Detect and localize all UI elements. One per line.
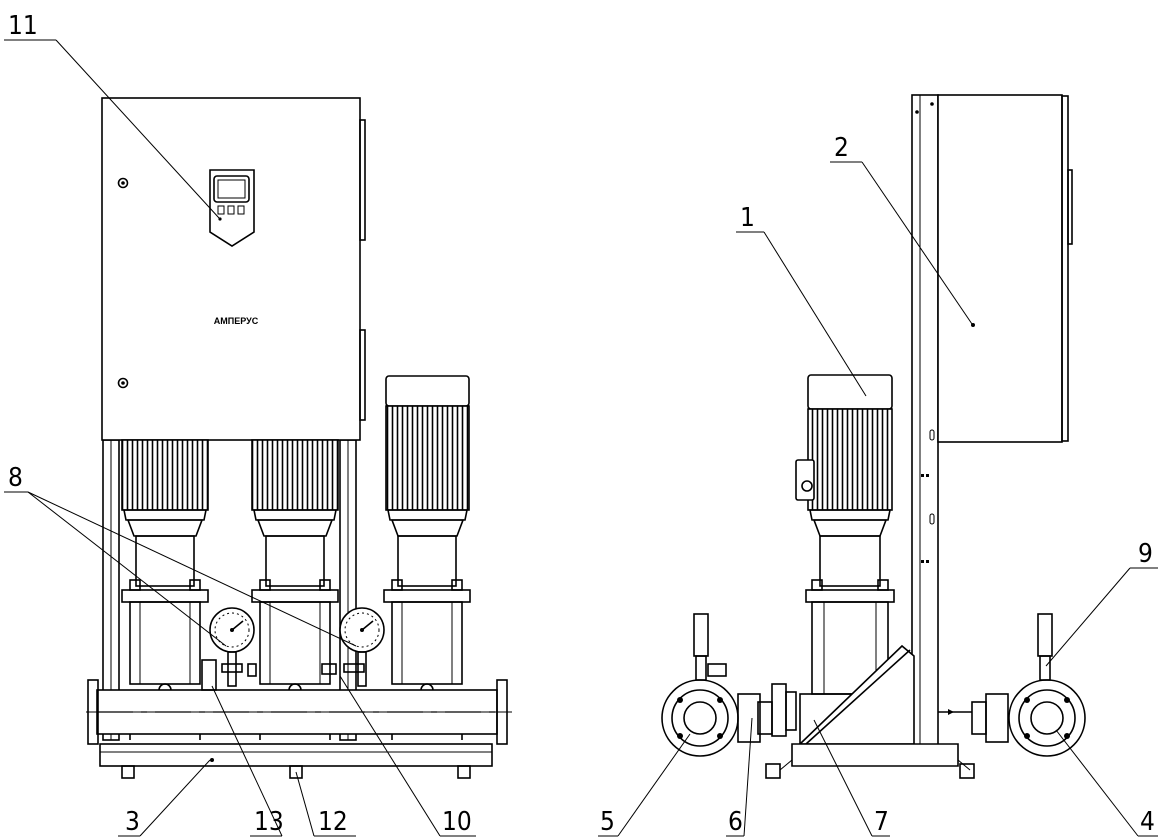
- svg-text:9: 9: [1138, 539, 1153, 569]
- callout-10: 10: [339, 675, 476, 837]
- svg-text:4: 4: [1140, 807, 1155, 837]
- svg-text:7: 7: [874, 807, 889, 837]
- callout-12: 12: [295, 771, 356, 837]
- callout-7: 7: [813, 719, 890, 837]
- control-cabinet-side: [937, 94, 1073, 443]
- manifold-pipe: [86, 679, 512, 745]
- svg-text:5: 5: [600, 807, 615, 837]
- frame-post: [911, 94, 939, 751]
- discharge-collector: [938, 613, 1086, 757]
- callout-8: 8: [4, 463, 357, 647]
- callout-4: 4: [1055, 729, 1158, 837]
- callout-5: 5: [598, 733, 691, 837]
- controller-panel: [209, 169, 255, 247]
- svg-text:2: 2: [834, 133, 849, 163]
- svg-text:6: 6: [728, 807, 743, 837]
- base-frame: [99, 743, 493, 779]
- callout-6: 6: [726, 717, 753, 837]
- side-view: [661, 94, 1086, 779]
- diagonal-brace: [798, 644, 915, 745]
- callouts: 11 8 3 13 12 10: [4, 11, 1158, 837]
- callout-11: 11: [4, 11, 220, 219]
- svg-text:12: 12: [318, 807, 348, 837]
- base-frame-side: [765, 743, 975, 779]
- suction-collector: [661, 613, 773, 757]
- pump-1: [121, 439, 209, 740]
- control-cabinet: АМПЕРУС: [101, 97, 366, 441]
- svg-text:1: 1: [740, 203, 755, 233]
- pressure-gauge-2: [321, 607, 385, 687]
- callout-1: 1: [736, 203, 867, 397]
- cabinet-lock-icon: [117, 377, 129, 389]
- cabinet-brand-label: АМПЕРУС: [214, 316, 259, 326]
- pump-2: [251, 439, 339, 740]
- svg-text:3: 3: [125, 807, 140, 837]
- cabinet-lock-icon: [117, 177, 129, 189]
- pressure-gauge-1: [201, 607, 257, 691]
- svg-text:8: 8: [8, 463, 23, 493]
- svg-text:13: 13: [254, 807, 284, 837]
- callout-2: 2: [830, 133, 973, 325]
- svg-text:11: 11: [8, 11, 38, 41]
- pump-side: [771, 374, 911, 745]
- pump-3: [383, 375, 471, 740]
- front-view: АМПЕРУС: [86, 97, 512, 779]
- callout-3: 3: [118, 759, 211, 837]
- callout-13: 13: [211, 685, 284, 837]
- callout-9: 9: [1045, 539, 1158, 667]
- svg-text:10: 10: [442, 807, 472, 837]
